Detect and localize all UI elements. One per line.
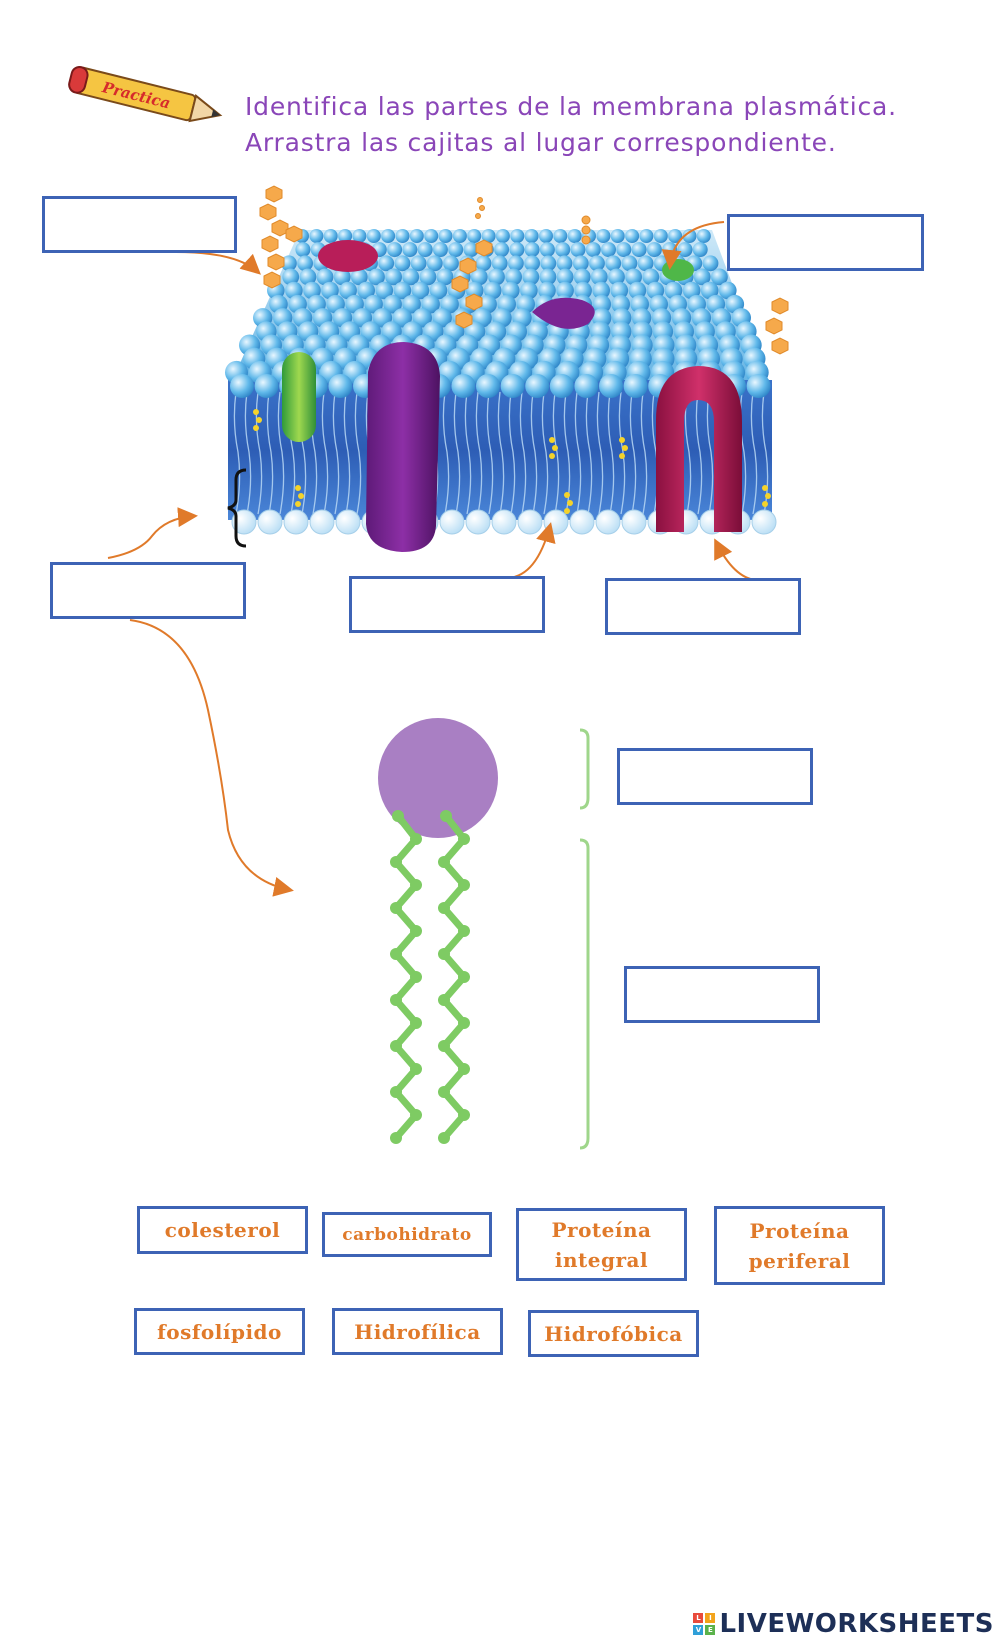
drop-box-glycolipid-target[interactable]: [727, 214, 924, 271]
channel-protein-green: [282, 352, 316, 442]
head-bracket: [579, 728, 590, 810]
drop-box-integral-protein-target[interactable]: [605, 578, 801, 635]
chip-proteina-integral[interactable]: Proteína integral: [516, 1208, 687, 1281]
chip-carbohidrato[interactable]: carbohidrato: [322, 1212, 492, 1257]
chip-proteina-periferal-line1: Proteína: [749, 1218, 850, 1243]
logo-letter-l: L: [693, 1613, 704, 1623]
chip-colesterol-label: colesterol: [164, 1218, 281, 1242]
carbohydrate-chains: [259, 185, 789, 355]
chip-proteina-integral-line2: integral: [554, 1247, 649, 1272]
chip-fosfolipido-label: fosfolípido: [157, 1319, 282, 1344]
drop-box-phospholipid-target[interactable]: [50, 562, 246, 619]
drop-box-hydrophobic-target[interactable]: [624, 966, 820, 1023]
chip-fosfolipido[interactable]: fosfolípido: [134, 1308, 305, 1355]
chip-colesterol[interactable]: colesterol: [137, 1206, 308, 1254]
liveworksheets-logo-icon: L I V E: [693, 1613, 716, 1635]
instruction-line-2: Arrastra las cajitas al lugar correspond…: [245, 128, 837, 157]
bilayer-bracket: [227, 468, 247, 548]
integral-protein-purple: [366, 342, 440, 552]
glycolipid-green: [662, 259, 694, 281]
logo-letter-v: V: [693, 1625, 704, 1635]
chip-hidrofilica-label: Hidrofílica: [354, 1319, 481, 1344]
phospholipid-head: [378, 718, 498, 838]
cholesterol-marks: [253, 409, 771, 514]
integral-protein-red: [656, 366, 742, 532]
tail-bracket: [579, 838, 590, 1150]
liveworksheets-footer: L I V E LIVEWORKSHEETS: [693, 1609, 994, 1639]
instruction-line-1: Identifica las partes de la membrana pla…: [245, 92, 897, 121]
chip-proteina-periferal-line2: periferal: [748, 1248, 851, 1273]
chip-proteina-periferal[interactable]: Proteína periferal: [714, 1206, 885, 1285]
drop-box-hydrophilic-target[interactable]: [617, 748, 813, 805]
pencil-practice-icon: Practica: [68, 66, 223, 123]
chip-proteina-integral-line1: Proteína: [551, 1217, 652, 1242]
logo-letter-i: I: [705, 1613, 716, 1623]
peripheral-protein-red: [318, 240, 378, 272]
chip-hidrofilica[interactable]: Hidrofílica: [332, 1308, 503, 1355]
drop-box-carbohydrate-target[interactable]: [42, 196, 237, 253]
drop-box-cholesterol-target[interactable]: [349, 576, 545, 633]
chip-hidrofobica[interactable]: Hidrofóbica: [528, 1310, 699, 1357]
logo-letter-e: E: [705, 1625, 716, 1635]
peripheral-protein-purple: [532, 297, 595, 329]
brand-name: LIVEWORKSHEETS: [719, 1609, 994, 1639]
chip-hidrofobica-label: Hidrofóbica: [544, 1321, 683, 1346]
phospholipid-diagram: [378, 718, 590, 1150]
chip-carbohidrato-label: carbohidrato: [342, 1224, 472, 1245]
